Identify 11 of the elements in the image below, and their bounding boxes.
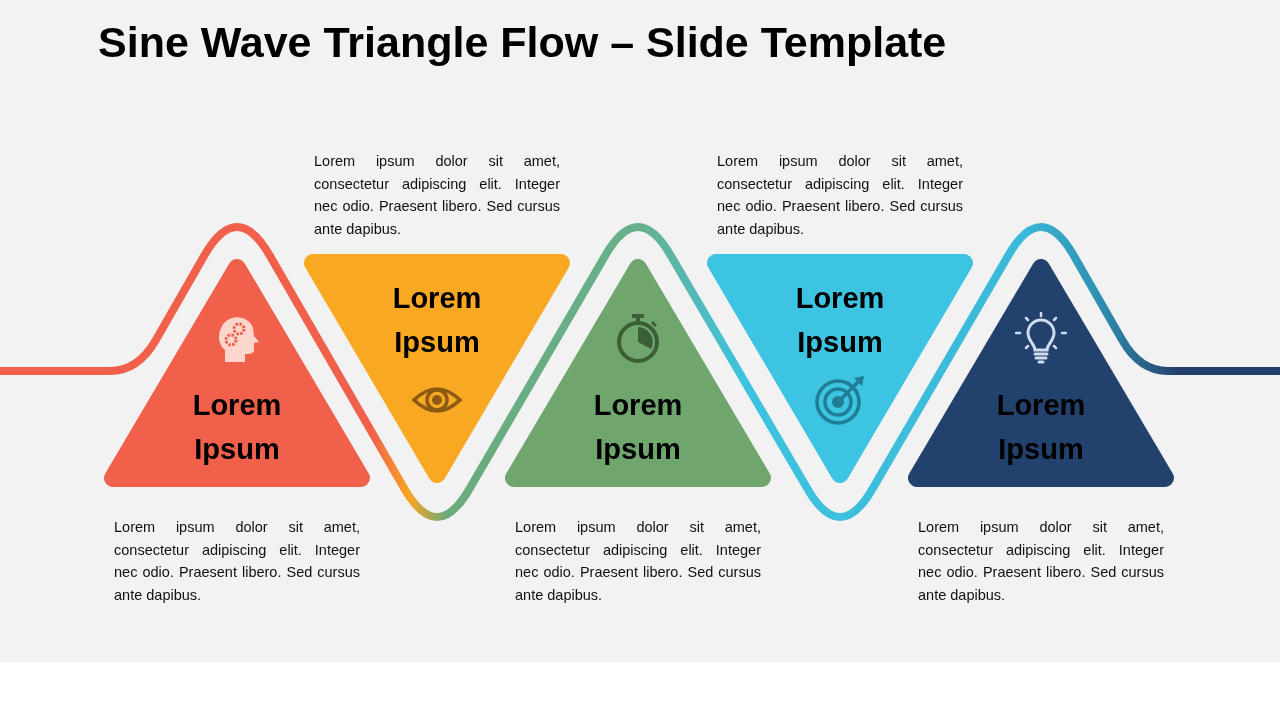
description-text: Lorem ipsum dolor sit amet, consectetur adipiscing elit. Integer nec odio. Praesent libero. Sed cursus ante dapibus.: [114, 518, 360, 605]
triangle-label: Lorem Ipsum: [592, 388, 684, 467]
triangle-label: Lorem Ipsum: [391, 281, 483, 360]
description-text: Lorem ipsum dolor sit amet, consectetur adipiscing elit. Integer nec odio. Praesent libero. Sed cursus ante dapibus.: [918, 518, 1164, 605]
description-text: Lorem ipsum dolor sit amet, consectetur adipiscing elit. Integer nec odio. Praesent libero. Sed cursus ante dapibus.: [515, 518, 761, 605]
slide-title: Sine Wave Triangle Flow – Slide Template: [98, 18, 947, 67]
triangle-label: Lorem Ipsum: [794, 281, 886, 360]
description-text: Lorem ipsum dolor sit amet, consectetur adipiscing elit. Integer nec odio. Praesent libero. Sed cursus ante dapibus.: [314, 152, 560, 239]
description-text: Lorem ipsum dolor sit amet, consectetur adipiscing elit. Integer nec odio. Praesent libero. Sed cursus ante dapibus.: [717, 152, 963, 239]
triangle-label: Lorem Ipsum: [995, 388, 1087, 467]
triangle-label: Lorem Ipsum: [191, 388, 283, 467]
